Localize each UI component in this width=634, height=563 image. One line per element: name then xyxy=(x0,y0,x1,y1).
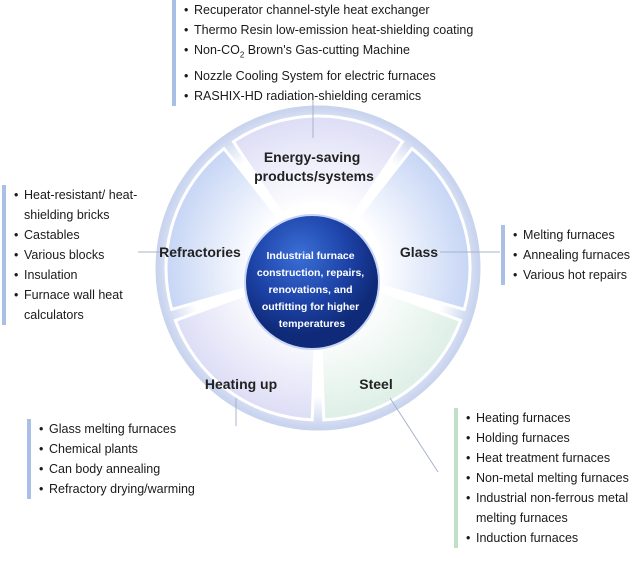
list-item: Nozzle Cooling System for electric furna… xyxy=(182,66,473,86)
list-item: Heat-resistant/ heat-shielding bricks xyxy=(12,185,146,225)
center-line-3: renovations, and xyxy=(269,284,353,296)
list-item: RASHIX-HD radiation-shielding ceramics xyxy=(182,86,473,106)
list-item: Annealing furnaces xyxy=(511,245,630,265)
center-text: Industrial furnace construction, repairs… xyxy=(257,250,367,330)
list-item: Chemical plants xyxy=(37,439,195,459)
list-item: Heating furnaces xyxy=(464,408,634,428)
leader-lines xyxy=(138,95,500,473)
segment-label-glass: Glass xyxy=(400,244,438,260)
center-line-4: outfitting for higher xyxy=(262,301,359,313)
list-item: Recuperator channel-style heat exchanger xyxy=(182,0,473,20)
refractories-list: Heat-resistant/ heat-shielding bricks Ca… xyxy=(2,185,146,325)
co2-item-text: Brown's Gas-cutting Machine xyxy=(247,43,410,57)
list-item: Melting furnaces xyxy=(511,225,630,245)
segment-label-energy-line2: products/systems xyxy=(254,168,374,184)
list-item: Induction furnaces xyxy=(464,528,634,548)
leader-line-steel xyxy=(389,397,439,473)
list-item: Glass melting furnaces xyxy=(37,419,195,439)
list-item: Thermo Resin low-emission heat-shielding… xyxy=(182,20,473,40)
co2-subscript: 2 xyxy=(239,50,245,60)
center-line-5: temperatures xyxy=(279,318,346,330)
list-item: Can body annealing xyxy=(37,459,195,479)
segment-label-steel: Steel xyxy=(359,376,392,392)
list-item: Holding furnaces xyxy=(464,428,634,448)
segment-label-refractories: Refractories xyxy=(159,244,241,260)
list-item: Industrial non-ferrous metal melting fur… xyxy=(464,488,634,528)
list-item: Non-CO2 Brown's Gas-cutting Machine xyxy=(182,40,473,66)
list-item: Heat treatment furnaces xyxy=(464,448,634,468)
list-item: Furnace wall heat calculators xyxy=(12,285,146,325)
center-line-2: construction, repairs, xyxy=(257,267,364,279)
segment-label-heating: Heating up xyxy=(205,376,277,392)
energy-products-list: Recuperator channel-style heat exchanger… xyxy=(172,0,473,106)
segment-label-energy: Energy-saving products/systems xyxy=(254,149,374,184)
segment-label-energy-line1: Energy-saving xyxy=(264,149,360,165)
list-item: Various hot repairs xyxy=(511,265,630,285)
list-item: Non-metal melting furnaces xyxy=(464,468,634,488)
list-item: Refractory drying/warming xyxy=(37,479,195,499)
center-line-1: Industrial furnace xyxy=(266,250,354,262)
segment-glass xyxy=(355,146,472,312)
list-item: Castables xyxy=(12,225,146,245)
steel-list: Heating furnaces Holding furnaces Heat t… xyxy=(454,408,634,548)
glass-list: Melting furnaces Annealing furnaces Vari… xyxy=(501,225,630,285)
list-item: Insulation xyxy=(12,265,146,285)
segment-energy-saving xyxy=(231,114,405,217)
list-item: Various blocks xyxy=(12,245,146,265)
co2-prefix: Non-CO xyxy=(194,43,240,57)
heating-up-list: Glass melting furnaces Chemical plants C… xyxy=(27,419,195,499)
center-circle xyxy=(244,214,380,350)
